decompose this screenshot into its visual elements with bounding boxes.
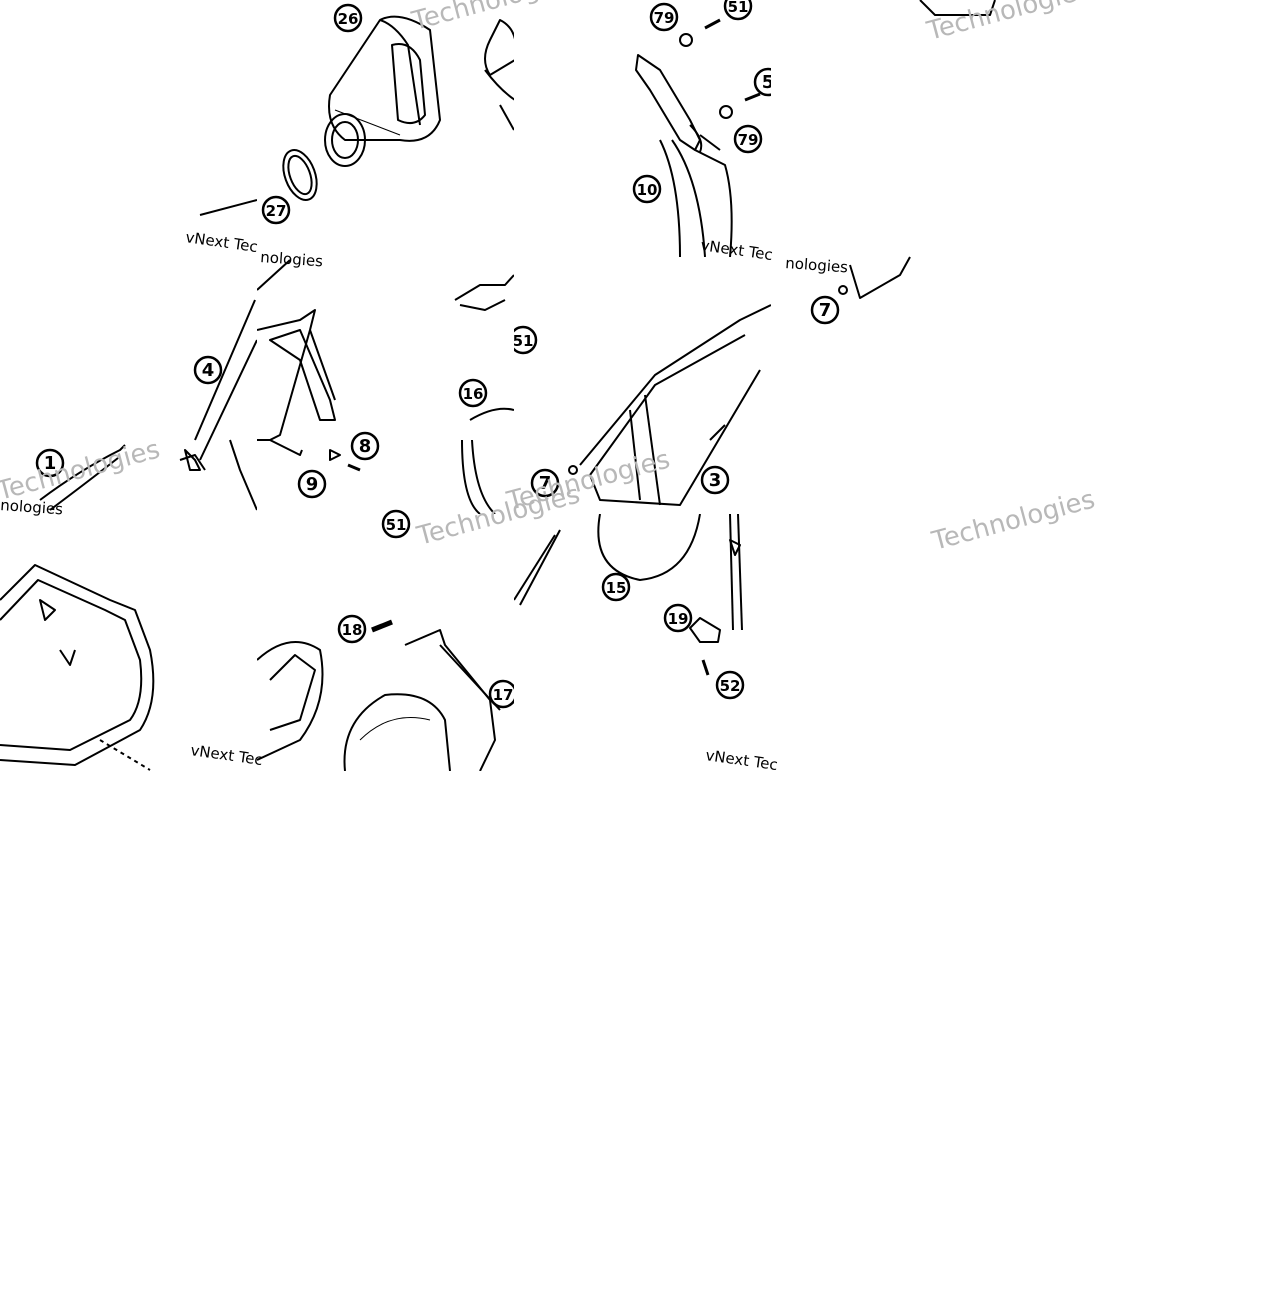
callout-circle [715, 670, 745, 700]
callout-circle [723, 0, 753, 21]
callout-number: 51 [728, 0, 749, 16]
callout-circle [601, 572, 631, 602]
callout-number: 79 [738, 131, 759, 149]
callout-27: 27 [261, 195, 291, 225]
callout-circle [337, 614, 367, 644]
callout-number: 79 [654, 9, 675, 27]
callout-number: 7 [819, 300, 832, 321]
watermark-caption: nologies [785, 254, 849, 276]
air-duct-part-26 [324, 15, 514, 167]
watermark-caption: nologies [260, 248, 324, 270]
callout-number: 15 [606, 579, 627, 597]
callout-79: 79 [649, 2, 679, 32]
watermark-caption: vNext Tec [184, 228, 258, 256]
callout-16: 16 [458, 378, 488, 408]
callout-circle [733, 124, 763, 154]
callout-number: 18 [342, 621, 363, 639]
callout-circle [649, 2, 679, 32]
callout-18: 18 [337, 614, 367, 644]
callout-number: 1 [44, 453, 57, 474]
callout-number: 10 [637, 181, 658, 199]
callout-51: 51 [513, 325, 538, 355]
callout-26: 26 [333, 3, 363, 33]
callout-circle [663, 603, 693, 633]
watermark-text: Technologies [928, 485, 1098, 557]
callout-circle [632, 174, 662, 204]
panel-part-1 [39, 299, 257, 511]
callout-circle [700, 465, 730, 495]
callout-9: 9 [297, 469, 327, 499]
callout-circle [381, 509, 411, 539]
callout-circle [514, 325, 538, 355]
callout-number: 19 [668, 610, 689, 628]
clamp-part-27-left [199, 199, 257, 216]
callout-17: 17 [488, 679, 514, 709]
callout-number: 17 [493, 686, 514, 704]
callout-number: 3 [709, 470, 722, 491]
housing-large [0, 564, 155, 771]
fastener-part-7 [838, 285, 848, 295]
clamp-part-27 [282, 149, 318, 201]
watermark-caption: vNext Tec [704, 746, 778, 774]
panel-part-3 [568, 304, 771, 506]
callout-79: 79 [733, 124, 763, 154]
bracket-part-10 [635, 18, 761, 257]
watermark-text: Technologies [923, 0, 1093, 47]
callout-1: 1 [35, 448, 65, 478]
part-fragment-7-panel [849, 256, 911, 299]
callout-7: 7 [810, 295, 840, 325]
watermark-caption: vNext Tec [699, 236, 773, 264]
callout-number: 8 [359, 436, 372, 457]
callout-4: 4 [193, 355, 223, 385]
callout-circle [753, 67, 771, 97]
watermark-caption: vNext Tec [189, 741, 263, 769]
callout-circle [488, 679, 514, 709]
callout-19: 19 [663, 603, 693, 633]
callout-10: 10 [632, 174, 662, 204]
callout-number: 26 [338, 10, 359, 28]
callout-5: 5 [753, 67, 775, 97]
callout-number: 7 [539, 473, 552, 494]
watermark-text: Technologies [408, 0, 578, 37]
watermark-text: Technologies [0, 435, 163, 507]
callout-51: 51 [723, 0, 753, 21]
callout-number: 16 [463, 385, 484, 403]
callout-circle [193, 355, 223, 385]
callout-circle [810, 295, 840, 325]
callout-number: 4 [202, 360, 215, 381]
callout-circle [530, 468, 560, 498]
callout-51: 51 [381, 509, 411, 539]
callout-number: 52 [720, 677, 741, 695]
callout-circle [35, 448, 65, 478]
callout-52: 52 [715, 670, 745, 700]
frame-part-17 [257, 619, 501, 771]
callout-8: 8 [350, 431, 380, 461]
callout-15: 15 [601, 572, 631, 602]
callout-number: 5 [762, 72, 775, 93]
callout-7: 7 [530, 468, 560, 498]
callout-3: 3 [700, 465, 730, 495]
callout-circle [333, 3, 363, 33]
callout-circle [350, 431, 380, 461]
watermark-caption: nologies [0, 496, 64, 518]
callout-number: 27 [266, 202, 287, 220]
cover-part-15 [514, 514, 743, 676]
callout-circle [458, 378, 488, 408]
callout-number: 51 [386, 516, 407, 534]
bracket-part-4 [257, 259, 514, 514]
callout-number: 51 [513, 332, 534, 350]
callout-number: 9 [306, 474, 319, 495]
callout-circle [297, 469, 327, 499]
callout-circle [261, 195, 291, 225]
part-fragment-top-right [919, 0, 996, 16]
